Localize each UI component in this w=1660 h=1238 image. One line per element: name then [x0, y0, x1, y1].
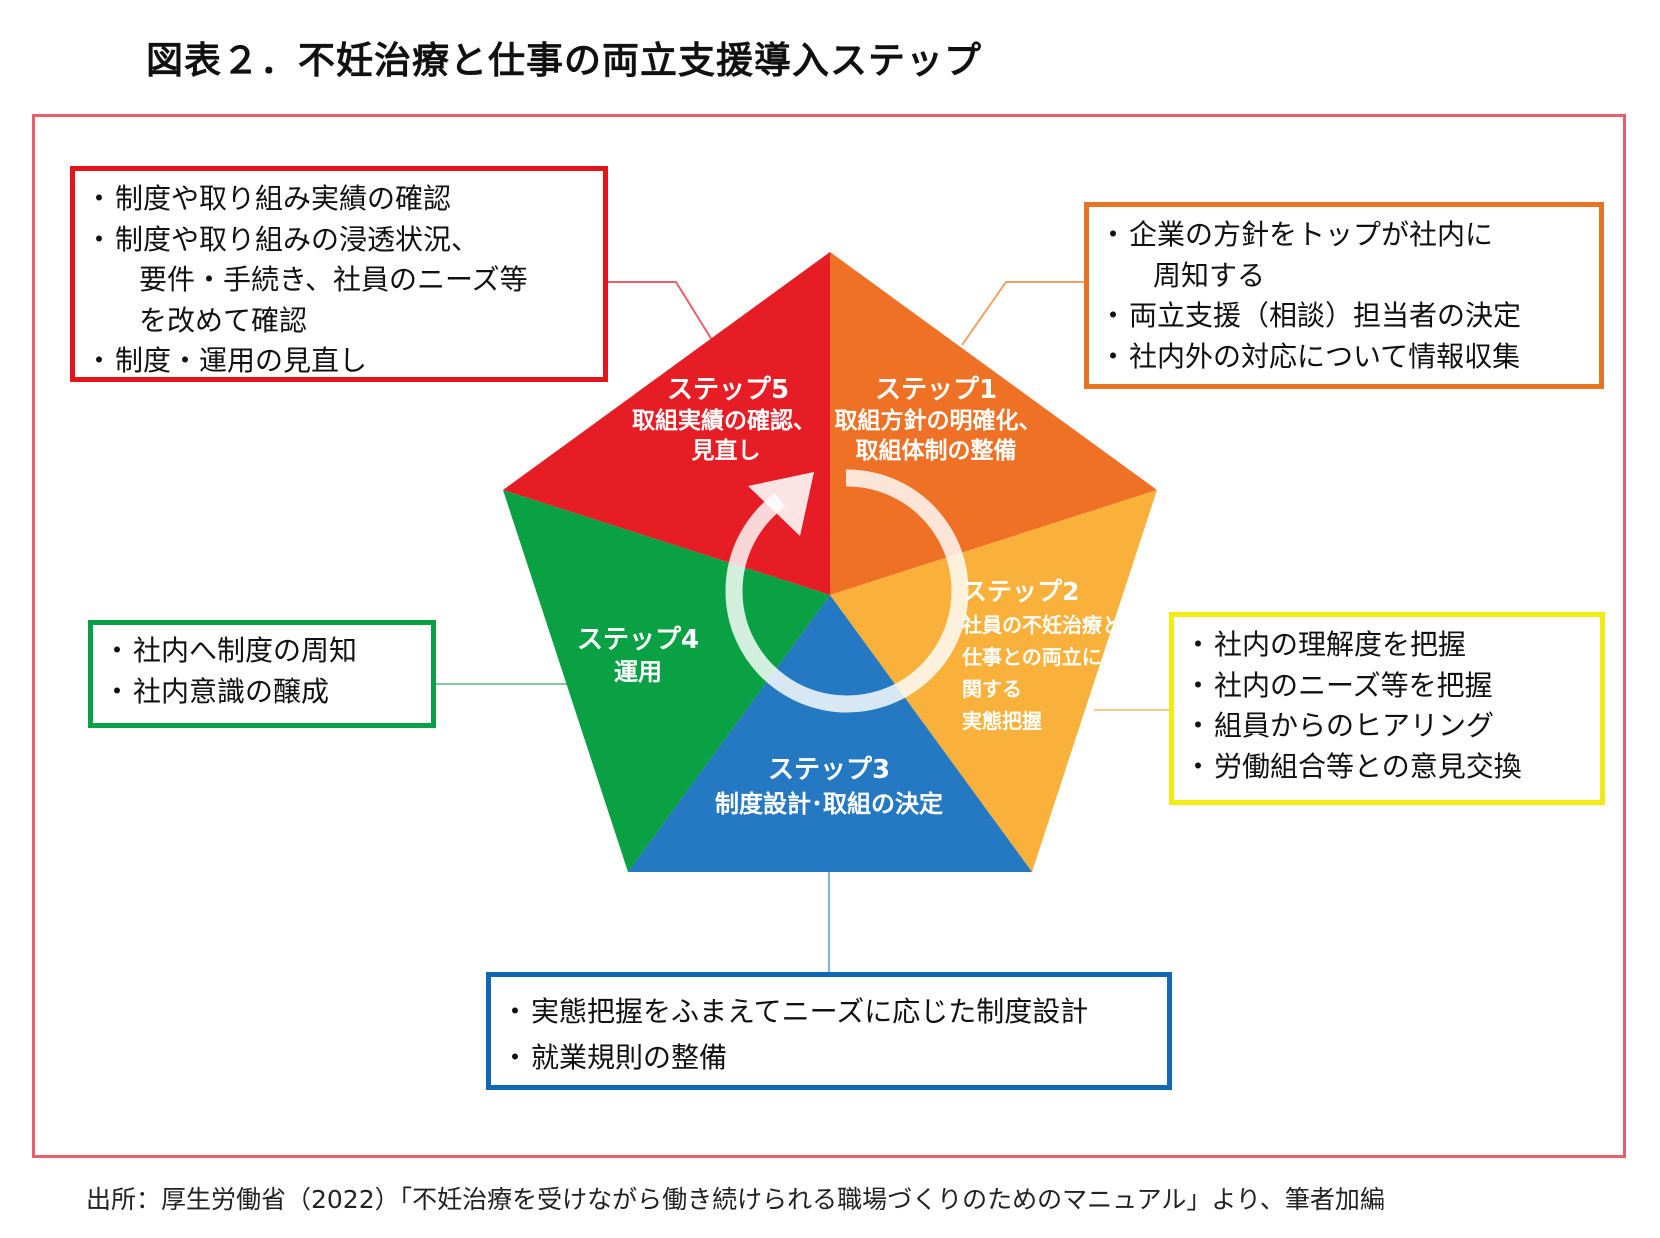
segment-step3: [628, 595, 1032, 872]
note-item-continuation: 周知する: [1153, 258, 1266, 292]
step4-line1: 運用: [614, 658, 662, 686]
note-item: 制度・運用の見直し: [85, 341, 587, 382]
outer-frame: [32, 114, 1626, 1158]
note-item: 実態把握をふまえてニーズに応じた制度設計: [501, 989, 1151, 1035]
note-item: 社内意識の醸成: [103, 672, 415, 713]
step3-name: ステップ3: [768, 755, 890, 785]
cycle-arrowhead-icon: [748, 472, 814, 536]
note-item: 両立支援（相談）担当者の決定: [1099, 296, 1583, 337]
step5-line2: 見直し: [692, 437, 761, 464]
notes-box-step4: 社内へ制度の周知 社内意識の醸成: [88, 620, 436, 728]
segment-step4: [503, 490, 830, 872]
note-item: 社内のニーズ等を把握: [1184, 666, 1584, 707]
step2-line1: 社員の不妊治療と: [961, 613, 1122, 637]
step1-line1: 取組方針の明確化、: [835, 407, 1042, 434]
note-item: 組員からのヒアリング: [1184, 706, 1584, 747]
step1-name: ステップ1: [875, 375, 997, 405]
note-item: 制度や取り組みの浸透状況、: [85, 220, 587, 261]
step2-line4: 実態把握: [962, 709, 1042, 733]
note-item-continuation: 要件・手続き、社員のニーズ等: [139, 263, 528, 297]
step2-line2: 仕事との両立に: [961, 645, 1102, 669]
step5-line1: 取組実績の確認、: [632, 407, 816, 434]
step4-name: ステップ4: [577, 625, 699, 655]
step1-line2: 取組体制の整備: [856, 437, 1017, 464]
source-caption: 出所：厚生労働省（2022）「不妊治療を受けながら働き続けられる職場づくりのため…: [86, 1185, 1385, 1214]
step2-name: ステップ2: [962, 577, 1079, 606]
note-item: 労働組合等との意見交換: [1184, 747, 1584, 788]
note-item: 社内外の対応について情報収集: [1099, 337, 1583, 378]
note-item: 制度や取り組み実績の確認: [85, 179, 587, 220]
step5-name: ステップ5: [667, 375, 789, 405]
note-item-continuation: を改めて確認: [139, 303, 308, 337]
note-item: 社内へ制度の周知: [103, 631, 415, 672]
note-item: 就業規則の整備: [501, 1035, 1151, 1081]
step3-line1: 制度設計･取組の決定: [715, 790, 943, 818]
figure-title: 図表２．不妊治療と仕事の両立支援導入ステップ: [146, 39, 982, 82]
notes-box-step3: 実態把握をふまえてニーズに応じた制度設計 就業規則の整備: [486, 972, 1172, 1090]
segment-step5: [503, 252, 830, 595]
connector-step1: [961, 281, 1084, 346]
connector-step5: [608, 281, 713, 341]
step2-line3: 関する: [962, 677, 1022, 701]
note-item: 企業の方針をトップが社内に: [1099, 215, 1583, 256]
cycle-arrow: [725, 469, 969, 713]
notes-box-step1: 企業の方針をトップが社内に 周知する 両立支援（相談）担当者の決定 社内外の対応…: [1084, 202, 1604, 389]
note-item: 社内の理解度を把握: [1184, 625, 1584, 666]
notes-box-step5: 制度や取り組み実績の確認 制度や取り組みの浸透状況、 要件・手続き、社員のニーズ…: [70, 166, 608, 382]
segment-step1: [830, 252, 1157, 595]
segment-step2: [830, 490, 1157, 872]
notes-box-step2: 社内の理解度を把握 社内のニーズ等を把握 組員からのヒアリング 労働組合等との意…: [1169, 612, 1605, 805]
